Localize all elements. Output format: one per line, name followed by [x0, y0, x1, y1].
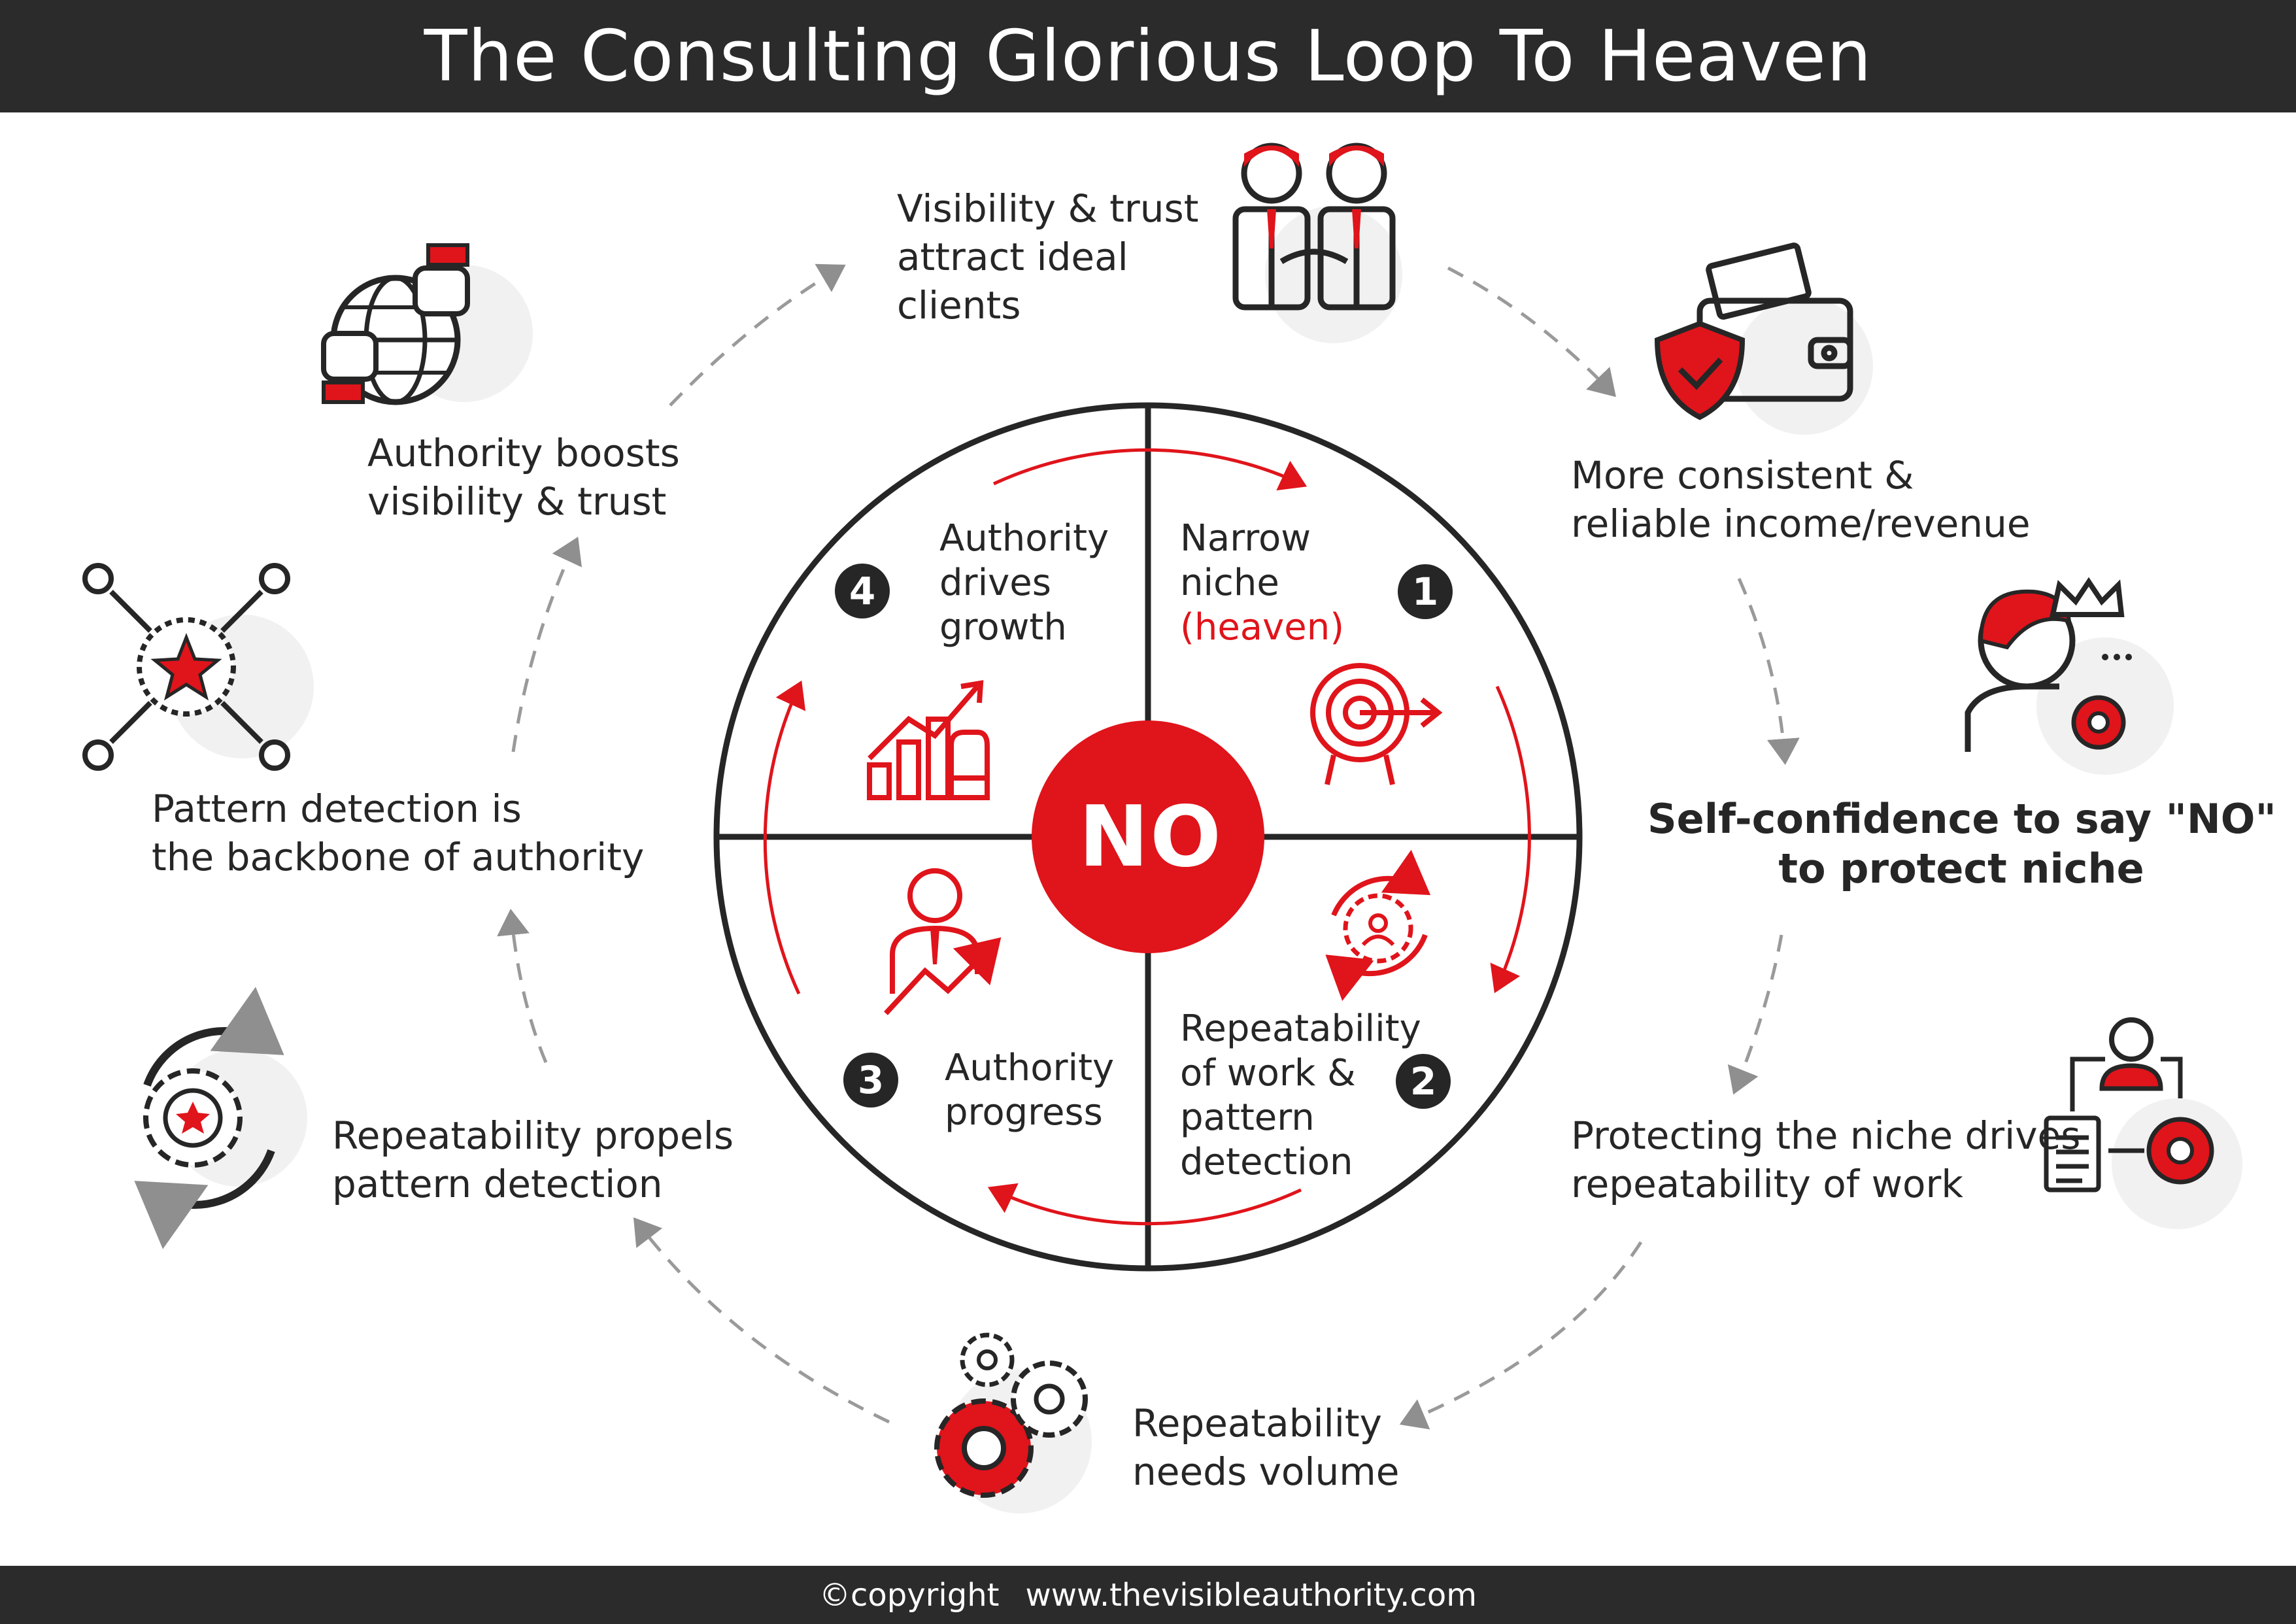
outer-arrow-1 [1447, 266, 1616, 398]
step-repeatability-pattern: Repeatability propels pattern detection [332, 1113, 734, 1206]
step-protecting-niche: Protecting the niche drives repeatabilit… [1571, 1113, 2081, 1206]
target-icon [1310, 663, 1443, 785]
quadrant-2-number: 2 [1396, 1054, 1451, 1109]
person-growth-icon [884, 868, 1002, 1015]
outer-arrow-2 [1737, 577, 1800, 765]
outer-arrow-7 [511, 536, 582, 753]
outer-arrow-8 [669, 263, 846, 407]
confident-king-icon [1965, 577, 2174, 775]
quadrant-2-label: Repeatability of work & pattern detectio… [1180, 1007, 1421, 1183]
step-repeatability-volume: Repeatability needs volume [1132, 1401, 1400, 1494]
quadrant-3-label: Authority progress [945, 1047, 1115, 1134]
outer-arrow-5 [633, 1217, 890, 1424]
gear-cycle-icon [1325, 849, 1431, 1002]
outer-arrow-6 [497, 909, 548, 1063]
step-visibility-trust-clients: Visibility & trust attract ideal clients [897, 186, 1199, 328]
copyright-text: ©copyright [819, 1576, 1000, 1614]
step-consistent-income: More consistent & reliable income/revenu… [1571, 453, 2031, 546]
footer: ©copyright www.thevisibleauthority.com [0, 1566, 2296, 1624]
inner-arrow-bottom [987, 1183, 1302, 1226]
inner-arrow-right [1490, 685, 1531, 994]
website-link[interactable]: www.thevisibleauthority.com [1025, 1576, 1477, 1614]
wallet-shield-icon [1654, 243, 1873, 435]
outer-arrow-4 [1399, 1241, 1643, 1430]
step-authority-boosts: Authority boosts visibility & trust [367, 431, 680, 524]
step-self-confidence: Self-confidence to say "NO" to protect n… [1647, 795, 2276, 892]
quadrant-3-number: 3 [843, 1053, 898, 1108]
center-no-label: NO [1079, 788, 1223, 886]
quadrant-4-label: Authority drives growth [939, 517, 1109, 649]
globe-hands-icon [321, 243, 533, 405]
inner-arrow-left [763, 680, 806, 995]
quadrant-1-label: Narrow niche (heaven) [1180, 517, 1345, 649]
step-pattern-backbone: Pattern detection is the backbone of aut… [152, 787, 645, 879]
page-title: The Consulting Glorious Loop To Heaven [0, 0, 2296, 112]
inner-arrow-top [992, 448, 1308, 491]
network-star-icon [82, 563, 314, 771]
gears-icon [934, 1332, 1092, 1514]
bar-chart-icon [867, 680, 990, 800]
quadrant-1-number: 1 [1398, 564, 1453, 619]
quadrant-4-number: 4 [835, 564, 890, 618]
workflow-icon [2044, 1017, 2242, 1229]
no-circle [1032, 720, 1264, 953]
outer-arrow-3 [1727, 934, 1783, 1095]
handshake-people-icon [1232, 143, 1402, 343]
heaven-highlight: (heaven) [1180, 606, 1345, 649]
rotating-gear-icon [134, 987, 307, 1249]
